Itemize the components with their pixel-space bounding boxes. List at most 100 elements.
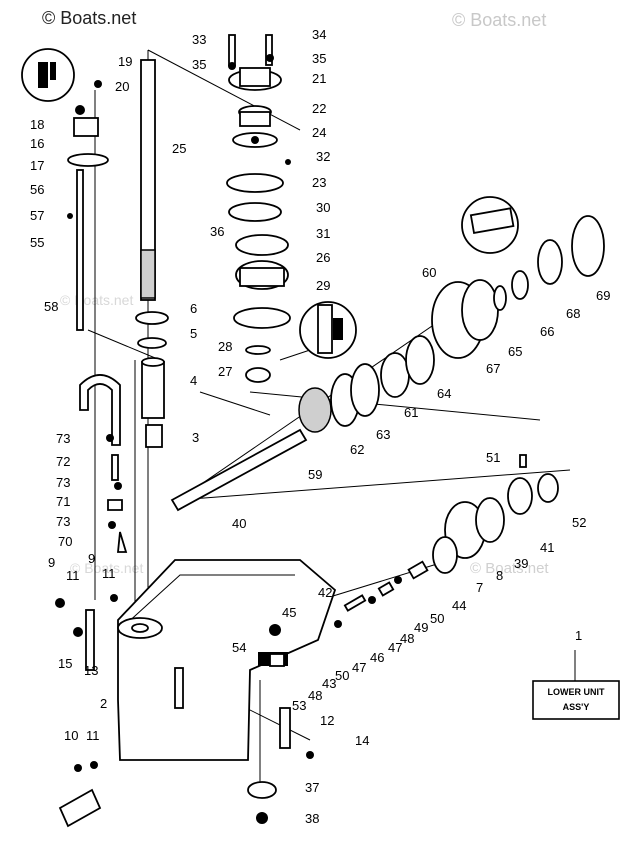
part-label-68: 68 — [566, 306, 580, 321]
part-label-29: 29 — [316, 278, 330, 293]
front-direction-badge — [58, 788, 102, 828]
inset-mid — [299, 301, 357, 359]
inset-right — [461, 196, 519, 254]
part-label-37: 37 — [305, 780, 319, 795]
part-label-73b: 73 — [56, 475, 70, 490]
part-label-9a: 9 — [48, 555, 55, 570]
part-label-66: 66 — [540, 324, 554, 339]
part-label-5: 5 — [190, 326, 197, 341]
part-label-22: 22 — [312, 101, 326, 116]
part-label-7: 7 — [476, 580, 483, 595]
part-label-11b: 11 — [102, 566, 116, 581]
inset-top-left — [21, 48, 75, 102]
part-label-6: 6 — [190, 301, 197, 316]
part-label-41: 41 — [540, 540, 554, 555]
part-label-9b: 9 — [88, 551, 95, 566]
watermark-faint-bottom-left: © Boats.net — [70, 560, 144, 576]
part-label-25: 25 — [172, 141, 186, 156]
gearcase-housing — [85, 559, 337, 761]
part-label-32: 32 — [316, 149, 330, 164]
part-label-39: 39 — [514, 556, 528, 571]
part-label-27: 27 — [218, 364, 232, 379]
part-label-33: 33 — [192, 32, 206, 47]
part-label-60: 60 — [422, 265, 436, 280]
part-label-58: 58 — [44, 299, 58, 314]
part-label-52: 52 — [572, 515, 586, 530]
part-label-17: 17 — [30, 158, 44, 173]
part-label-35b: 35 — [312, 51, 326, 66]
part-label-11c: 11 — [86, 728, 100, 743]
part-label-73a: 73 — [56, 431, 70, 446]
assembly-box-line2: ASS'Y — [563, 702, 590, 712]
part-label-11a: 11 — [66, 568, 80, 583]
driveshaft-parts — [67, 59, 169, 553]
part-label-38: 38 — [305, 811, 319, 826]
part-label-53: 53 — [292, 698, 306, 713]
part-label-20: 20 — [115, 79, 129, 94]
part-label-69: 69 — [596, 288, 610, 303]
watermark-faint-right: © Boats.net — [470, 560, 549, 577]
part-label-2: 2 — [100, 696, 107, 711]
part-number-labels: 1 2 3 4 5 6 7 8 9 9 10 11 11 11 12 13 14… — [30, 27, 610, 826]
water-pump-parts — [226, 34, 291, 383]
part-label-59: 59 — [308, 467, 322, 482]
part-label-31: 31 — [316, 226, 330, 241]
part-label-55: 55 — [30, 235, 44, 250]
part-label-16: 16 — [30, 136, 44, 151]
part-label-71: 71 — [56, 494, 70, 509]
part-label-13: 13 — [84, 663, 98, 678]
part-label-12: 12 — [320, 713, 334, 728]
part-label-36: 36 — [210, 224, 224, 239]
part-label-49: 49 — [414, 620, 428, 635]
part-label-15: 15 — [58, 656, 72, 671]
shift-small-parts — [55, 560, 429, 824]
part-label-47b: 47 — [388, 640, 402, 655]
part-label-30: 30 — [316, 200, 330, 215]
part-label-48b: 48 — [400, 631, 414, 646]
assembly-box: LOWER UNIT ASS'Y — [532, 680, 620, 720]
part-label-65: 65 — [508, 344, 522, 359]
watermark-faint-top: © Boats.net — [452, 10, 547, 30]
part-label-51: 51 — [486, 450, 500, 465]
part-label-1: 1 — [575, 628, 582, 643]
part-label-19: 19 — [118, 54, 132, 69]
part-label-63: 63 — [376, 427, 390, 442]
part-label-18: 18 — [30, 117, 44, 132]
propeller-shaft-parts — [170, 215, 605, 574]
part-label-72: 72 — [56, 454, 70, 469]
part-label-26: 26 — [316, 250, 330, 265]
part-label-45: 45 — [282, 605, 296, 620]
part-label-70: 70 — [58, 534, 72, 549]
part-label-56: 56 — [30, 182, 44, 197]
part-label-67: 67 — [486, 361, 500, 376]
part-label-35a: 35 — [192, 57, 206, 72]
part-label-42: 42 — [318, 585, 332, 600]
part-label-50b: 50 — [430, 611, 444, 626]
part-label-8: 8 — [496, 568, 503, 583]
part-label-64: 64 — [437, 386, 451, 401]
part-label-47a: 47 — [352, 660, 366, 675]
part-label-50a: 50 — [335, 668, 349, 683]
part-label-3: 3 — [192, 430, 199, 445]
part-label-61: 61 — [404, 405, 418, 420]
part-label-10: 10 — [64, 728, 78, 743]
part-label-14: 14 — [355, 733, 369, 748]
part-label-28: 28 — [218, 339, 232, 354]
watermark-main: © Boats.net — [42, 8, 137, 28]
part-label-57: 57 — [30, 208, 44, 223]
part-label-40: 40 — [232, 516, 246, 531]
part-label-62: 62 — [350, 442, 364, 457]
part-label-54: 54 — [232, 640, 246, 655]
part-label-24: 24 — [312, 125, 326, 140]
assembly-box-line1: LOWER UNIT — [548, 687, 605, 697]
part-label-43: 43 — [322, 676, 336, 691]
part-label-4: 4 — [190, 373, 197, 388]
part-label-48a: 48 — [308, 688, 322, 703]
part-label-73c: 73 — [56, 514, 70, 529]
part-label-46: 46 — [370, 650, 384, 665]
part-label-23: 23 — [312, 175, 326, 190]
part-label-21: 21 — [312, 71, 326, 86]
part-label-44: 44 — [452, 598, 466, 613]
part-label-34: 34 — [312, 27, 326, 42]
